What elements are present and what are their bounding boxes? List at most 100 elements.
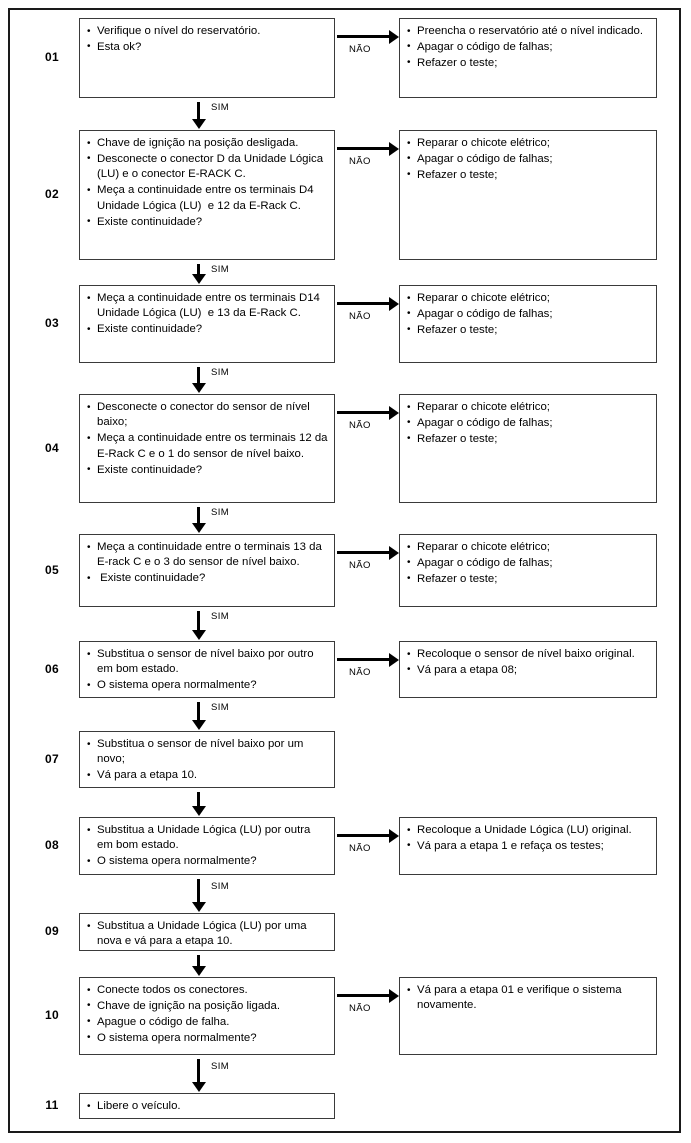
flow-arrow-09-to-10 [191, 955, 206, 976]
step-action-list: Substitua o sensor de nível baixo por um… [87, 737, 328, 784]
list-item: O sistema opera normalmente? [87, 1030, 328, 1046]
branch-action-list: Reparar o chicote elétrico;Apagar o códi… [407, 539, 650, 587]
step-number-04: 04 [45, 440, 59, 455]
step-box-04: Desconecte o conector do sensor de nível… [79, 394, 335, 503]
no-branch-arrow-03 [337, 296, 399, 311]
branch-box-10: Vá para a etapa 01 e verifique o sistema… [399, 977, 657, 1055]
list-item: Meça a continuidade entre os terminais D… [87, 291, 328, 322]
step-box-11: Libere o veículo. [79, 1093, 335, 1119]
branch-box-08: Recoloque a Unidade Lógica (LU) original… [399, 817, 657, 875]
step-action-list: Substitua o sensor de nível baixo por ou… [87, 647, 328, 694]
step-action-list: Meça a continuidade entre os terminais D… [87, 291, 328, 338]
step-number-07: 07 [45, 751, 59, 766]
step-action-list: Substitua a Unidade Lógica (LU) por outr… [87, 823, 328, 870]
no-branch-label-08: NÃO [349, 843, 371, 854]
step-action-list: Desconecte o conector do sensor de nível… [87, 400, 328, 478]
yes-branch-label-06: SIM [211, 702, 230, 713]
yes-branch-label-01: SIM [211, 102, 230, 113]
step-number-11: 11 [45, 1098, 59, 1112]
no-branch-label-05: NÃO [349, 560, 371, 571]
step-action-list: Chave de ignição na posição desligada.De… [87, 135, 328, 230]
list-item: Refazer o teste; [407, 167, 650, 183]
step-action-list: Meça a continuidade entre o terminais 13… [87, 540, 328, 587]
yes-branch-label-03: SIM [211, 367, 230, 378]
step-number-01: 01 [45, 50, 59, 64]
list-item: Existe continuidade? [87, 571, 328, 587]
step-box-03: Meça a continuidade entre os terminais D… [79, 285, 335, 363]
no-branch-arrow-01 [337, 29, 399, 44]
list-item: Apagar o código de falhas; [407, 306, 650, 322]
yes-branch-label-04: SIM [211, 507, 230, 518]
branch-action-list: Reparar o chicote elétrico;Apagar o códi… [407, 399, 650, 447]
step-number-10: 10 [45, 1008, 59, 1022]
list-item: Recoloque o sensor de nível baixo origin… [407, 646, 650, 662]
flow-arrow-06-to-07 [191, 702, 206, 730]
branch-action-list: Vá para a etapa 01 e verifique o sistema… [407, 983, 650, 1014]
step-number-09: 09 [45, 924, 59, 938]
step-box-08: Substitua a Unidade Lógica (LU) por outr… [79, 817, 335, 875]
yes-branch-label-08: SIM [211, 881, 230, 892]
list-item: Apagar o código de falhas; [407, 415, 650, 431]
diagram-outer-frame [8, 8, 681, 1133]
list-item: Reparar o chicote elétrico; [407, 539, 650, 555]
branch-box-01: Preencha o reservatório até o nível indi… [399, 18, 657, 98]
branch-box-04: Reparar o chicote elétrico;Apagar o códi… [399, 394, 657, 503]
no-branch-label-10: NÃO [349, 1003, 371, 1014]
list-item: Meça a continuidade entre os terminais D… [87, 183, 328, 214]
branch-action-list: Reparar o chicote elétrico;Apagar o códi… [407, 135, 650, 183]
flow-arrow-03-to-04 [191, 367, 206, 393]
list-item: Vá para a etapa 1 e refaça os testes; [407, 838, 650, 854]
step-action-list: Verifique o nível do reservatório.Esta o… [87, 23, 328, 55]
step-box-02: Chave de ignição na posição desligada.De… [79, 130, 335, 260]
list-item: Substitua a Unidade Lógica (LU) por uma … [87, 919, 328, 950]
no-branch-arrow-05 [337, 545, 399, 560]
step-number-03: 03 [45, 316, 59, 330]
yes-branch-label-10: SIM [211, 1061, 230, 1072]
list-item: Preencha o reservatório até o nível indi… [407, 23, 650, 39]
list-item: Vá para a etapa 08; [407, 662, 650, 678]
list-item: Chave de ignição na posição desligada. [87, 135, 328, 151]
list-item: Apagar o código de falhas; [407, 555, 650, 571]
yes-branch-label-02: SIM [211, 264, 230, 275]
no-branch-label-02: NÃO [349, 156, 371, 167]
step-box-10: Conecte todos os conectores.Chave de ign… [79, 977, 335, 1055]
list-item: Existe continuidade? [87, 462, 328, 478]
branch-action-list: Recoloque a Unidade Lógica (LU) original… [407, 822, 650, 854]
list-item: Desconecte o conector D da Unidade Lógic… [87, 151, 328, 183]
flow-arrow-08-to-09 [191, 879, 206, 912]
step-box-06: Substitua o sensor de nível baixo por ou… [79, 641, 335, 698]
no-branch-arrow-04 [337, 405, 399, 420]
branch-action-list: Preencha o reservatório até o nível indi… [407, 23, 650, 71]
no-branch-arrow-02 [337, 141, 399, 156]
list-item: O sistema opera normalmente? [87, 854, 328, 870]
list-item: Apague o código de falha. [87, 1014, 328, 1030]
step-box-07: Substitua o sensor de nível baixo por um… [79, 731, 335, 788]
no-branch-label-03: NÃO [349, 311, 371, 322]
no-branch-arrow-06 [337, 652, 399, 667]
list-item: Vá para a etapa 10. [87, 768, 328, 784]
step-action-list: Libere o veículo. [87, 1098, 328, 1114]
list-item: O sistema opera normalmente? [87, 678, 328, 694]
list-item: Chave de ignição na posição ligada. [87, 998, 328, 1014]
list-item: Refazer o teste; [407, 571, 650, 587]
step-number-05: 05 [45, 562, 59, 577]
no-branch-label-06: NÃO [349, 667, 371, 678]
step-number-06: 06 [45, 661, 59, 676]
step-box-05: Meça a continuidade entre o terminais 13… [79, 534, 335, 607]
list-item: Meça a continuidade entre os terminais 1… [87, 431, 328, 462]
list-item: Libere o veículo. [87, 1098, 328, 1114]
list-item: Substitua a Unidade Lógica (LU) por outr… [87, 823, 328, 854]
flow-arrow-10-to-11 [191, 1059, 206, 1092]
step-box-09: Substitua a Unidade Lógica (LU) por uma … [79, 913, 335, 951]
step-number-08: 08 [45, 838, 59, 852]
list-item: Existe continuidade? [87, 214, 328, 230]
flow-arrow-04-to-05 [191, 507, 206, 533]
list-item: Existe continuidade? [87, 322, 328, 338]
list-item: Refazer o teste; [407, 55, 650, 71]
no-branch-label-04: NÃO [349, 420, 371, 431]
step-number-02: 02 [45, 187, 59, 201]
flow-arrow-05-to-06 [191, 611, 206, 640]
no-branch-arrow-08 [337, 828, 399, 843]
list-item: Verifique o nível do reservatório. [87, 23, 328, 39]
